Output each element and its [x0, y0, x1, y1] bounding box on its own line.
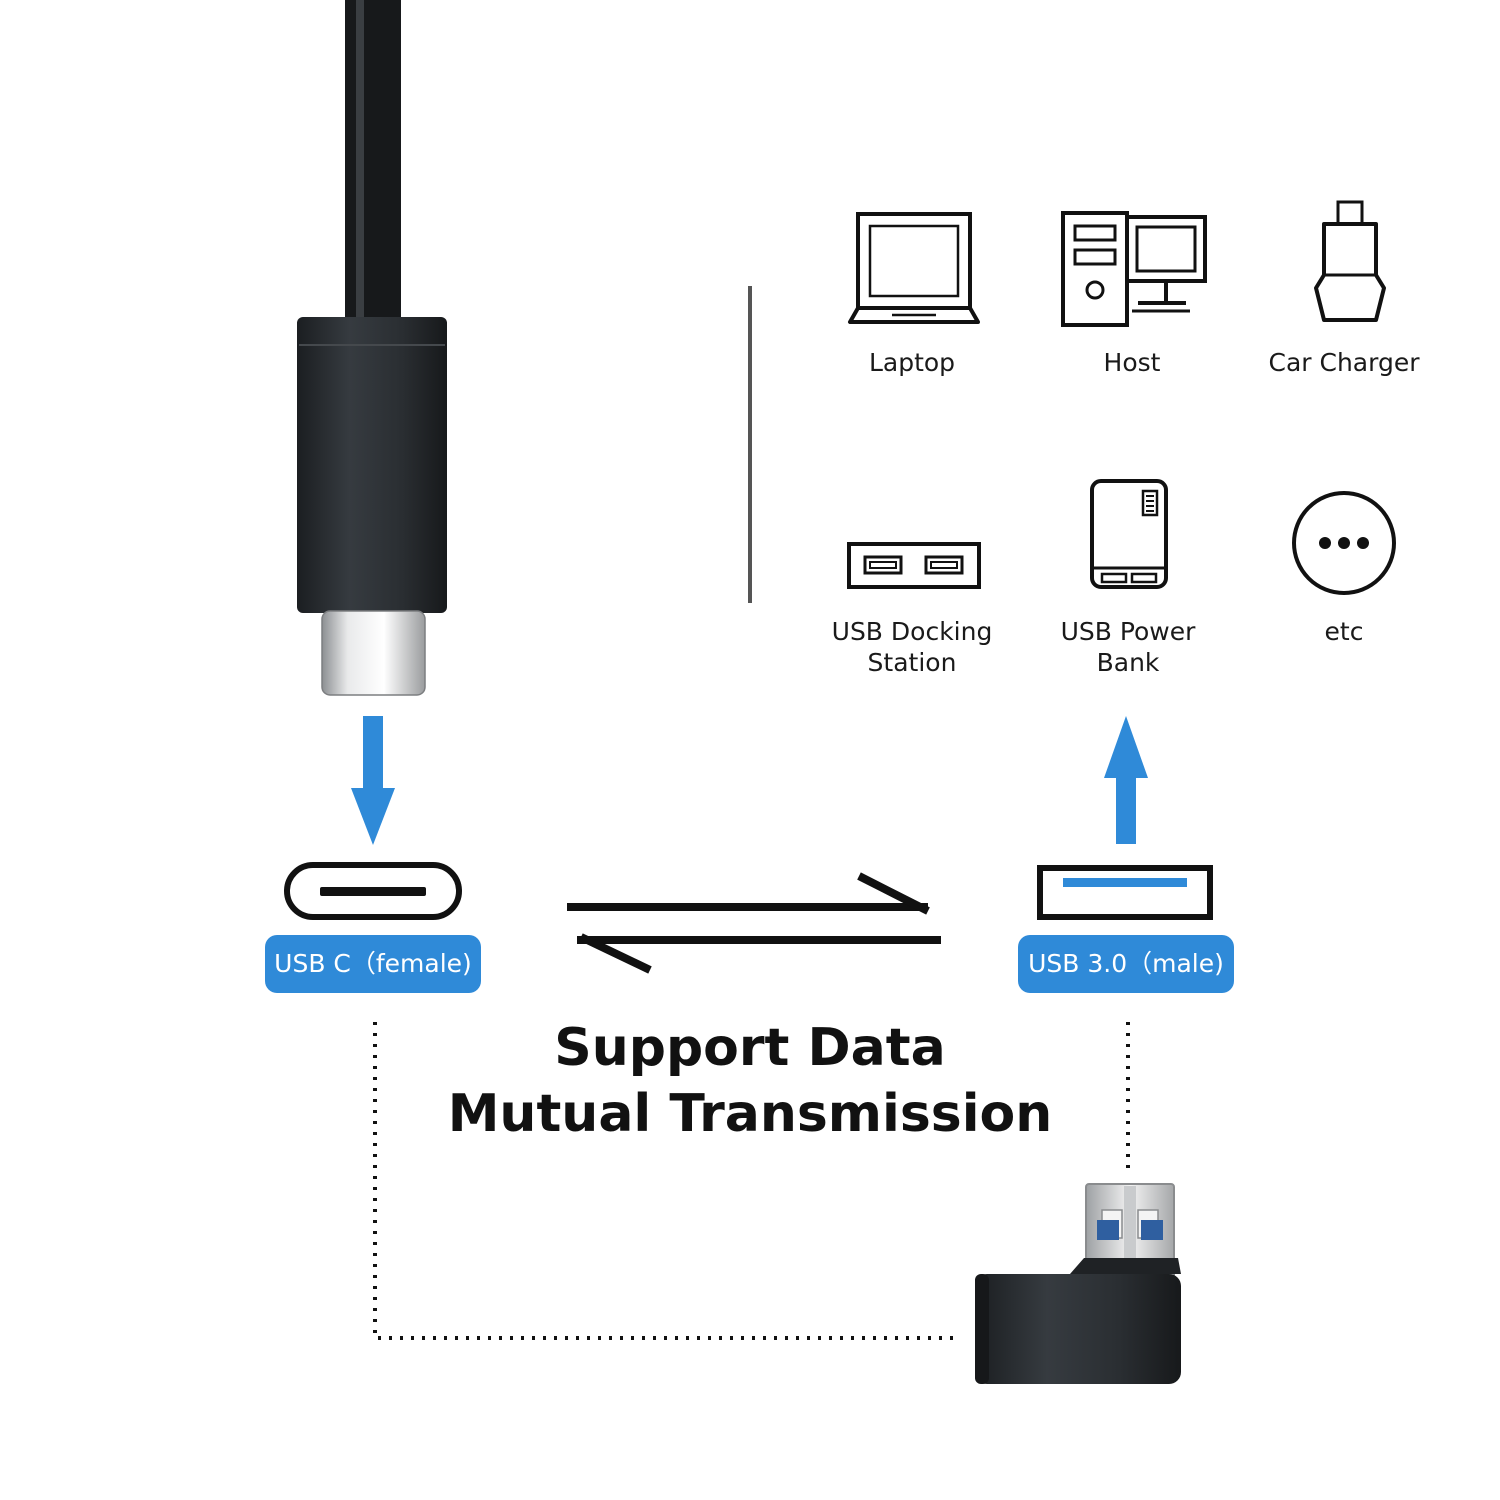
- cable: [345, 0, 401, 325]
- laptop-icon: [848, 212, 980, 324]
- headline-line-2: Mutual Transmission: [447, 1084, 1053, 1144]
- usb-docking-station-icon: [847, 542, 981, 589]
- adapter-body: [975, 1274, 1181, 1384]
- car-charger-icon: [1314, 200, 1386, 322]
- cable-highlight: [356, 0, 364, 325]
- bidirectional-arrows-icon: [567, 872, 941, 974]
- headline: Support Data Mutual Transmission: [440, 1015, 1060, 1147]
- usb-c-cable: [297, 0, 447, 696]
- headline-line-1: Support Data: [554, 1018, 946, 1078]
- power-bank-icon: [1090, 479, 1168, 589]
- usb-c-plug-tip: [321, 610, 426, 696]
- device-label-line: Car Charger: [1268, 348, 1420, 377]
- usb-c-port-symbol: [284, 862, 462, 920]
- device-label-line: Host: [1103, 348, 1161, 377]
- arrow-up-icon: [1104, 716, 1148, 844]
- device-label-usb-power-bank: USB Power Bank: [1038, 616, 1218, 678]
- right-angle-adapter: [975, 1183, 1181, 1384]
- usb-c-female-badge: USB C（female): [265, 935, 481, 993]
- usb-3-male-badge: USB 3.0（male): [1018, 935, 1234, 993]
- device-label-line: USB Power: [1060, 617, 1196, 646]
- device-label-line: etc: [1324, 617, 1364, 646]
- device-label-line: Laptop: [868, 348, 956, 377]
- blue-insert: [1141, 1220, 1163, 1240]
- device-label-host: Host: [1052, 347, 1212, 378]
- device-label-line: Bank: [1096, 648, 1160, 677]
- dotted-connector: [373, 1022, 960, 1340]
- device-label-line: Station: [867, 648, 957, 677]
- device-label-etc: etc: [1284, 616, 1404, 647]
- usb-a-port-symbol: [1037, 865, 1213, 920]
- device-label-line: USB Docking: [831, 617, 993, 646]
- usb-c-plug-housing: [297, 317, 447, 613]
- device-label-usb-docking-station: USB Docking Station: [822, 616, 1002, 678]
- arrow-down-icon: [351, 716, 395, 845]
- blue-insert: [1097, 1220, 1119, 1240]
- device-label-laptop: Laptop: [832, 347, 992, 378]
- desktop-host-icon: [1061, 211, 1207, 327]
- more-icon: [1292, 491, 1396, 595]
- device-label-car-charger: Car Charger: [1254, 347, 1434, 378]
